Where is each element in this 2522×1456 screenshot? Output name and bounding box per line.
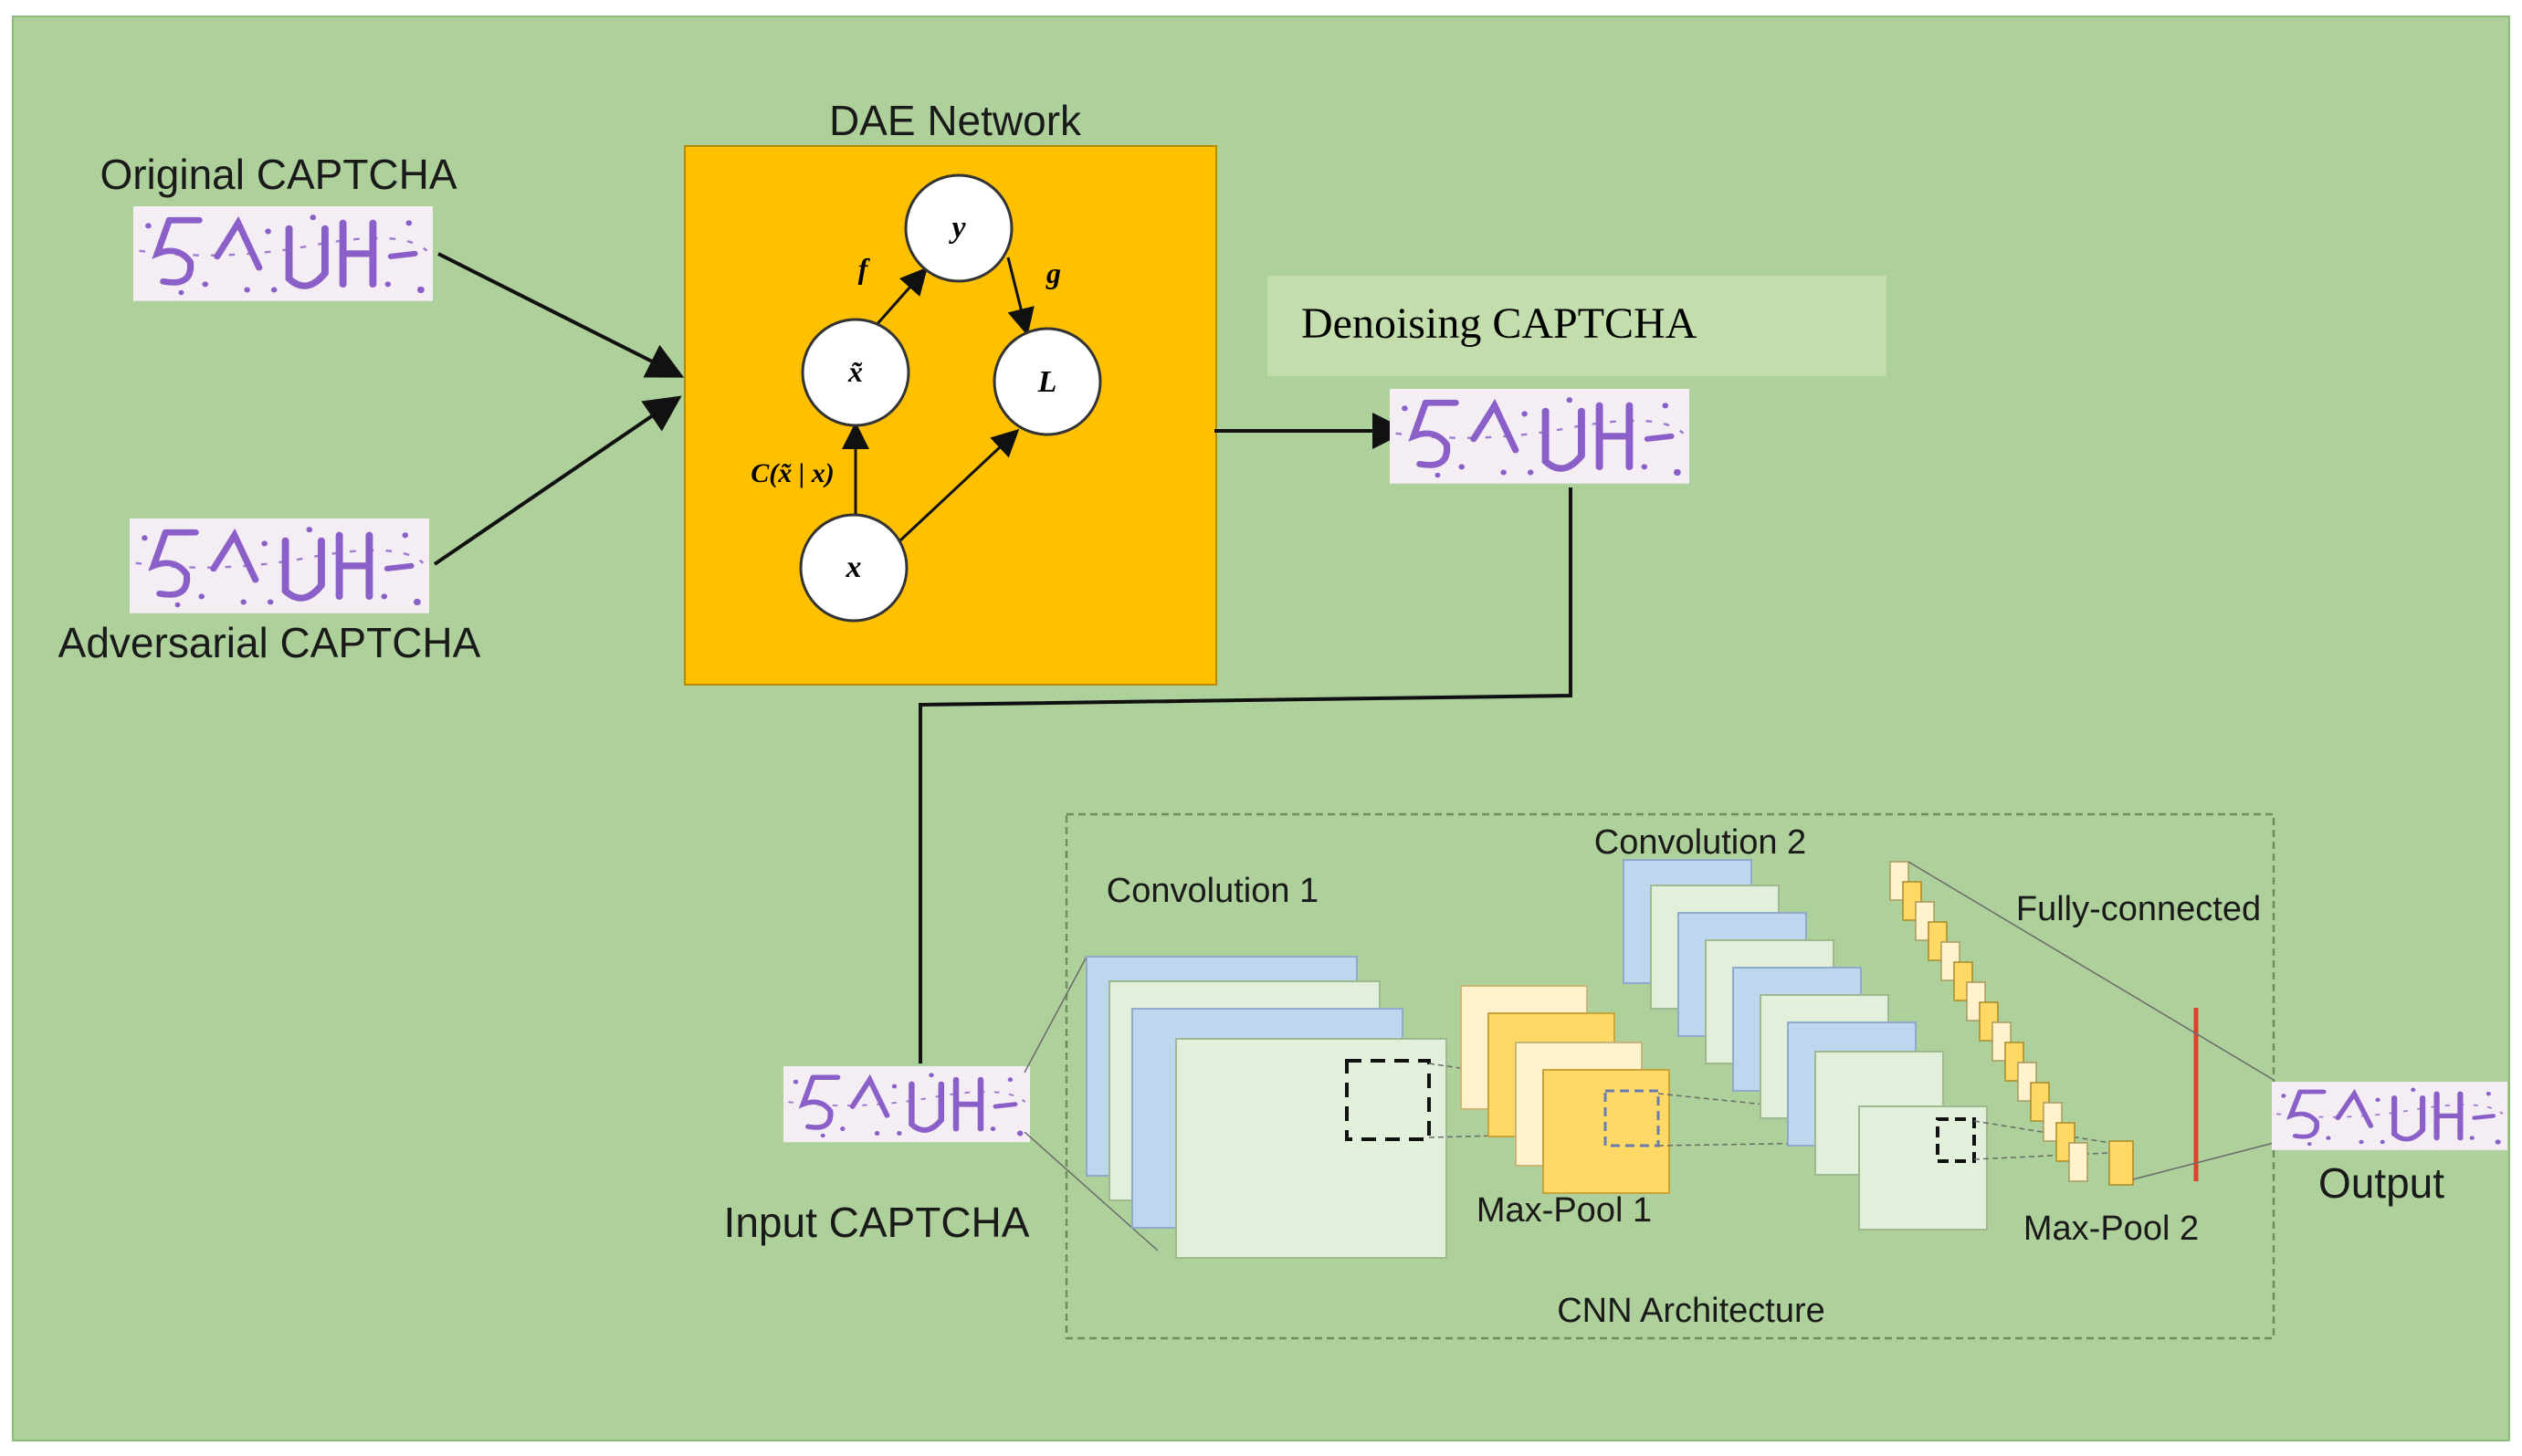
- projection-conv2-fc-bottom: [1973, 1151, 2128, 1160]
- dae-node-x: x: [799, 513, 909, 623]
- dae-node-x-label: x: [846, 550, 862, 584]
- arrow-original-to-dae: [437, 252, 685, 378]
- dae-node-y-label: y: [948, 211, 966, 245]
- edge-y-to-l: [1006, 257, 1035, 336]
- conv2-stack: [1623, 859, 1988, 1231]
- conv2-label: Convolution 2: [1594, 823, 1806, 862]
- fully-connected-stack: [1889, 861, 2134, 1186]
- dae-node-l-label: L: [1037, 365, 1057, 399]
- adversarial-captcha-image: [130, 519, 429, 613]
- cnn-architecture-box: [1065, 812, 2275, 1340]
- maxpool1-label: Max-Pool 1: [1476, 1191, 1652, 1230]
- fully-connected-label: Fully-connected: [2016, 890, 2261, 928]
- dae-node-x-tilde: x̃: [801, 318, 910, 427]
- funnel-line-bottom: [1024, 1131, 1159, 1252]
- arrow-adversarial-to-dae: [433, 395, 682, 566]
- output-label: Output: [2318, 1159, 2444, 1207]
- maxpool1-map-4: [1542, 1069, 1670, 1194]
- original-captcha-image: [133, 206, 433, 301]
- fc-output-line-bottom: [2132, 1142, 2275, 1180]
- edge-xtilde-to-y: [873, 267, 928, 328]
- dae-node-x-tilde-label: x̃: [847, 355, 863, 388]
- conv1-stack: [1086, 956, 1447, 1259]
- denoising-captcha-image: [1390, 389, 1689, 484]
- maxpool1-kernel-window: [1603, 1089, 1660, 1147]
- edge-label-f: f: [858, 252, 871, 285]
- conv1-map-4: [1175, 1038, 1447, 1259]
- output-captcha-image: [2272, 1082, 2507, 1150]
- edge-x-to-l: [898, 428, 1020, 542]
- adversarial-captcha-label: Adversarial CAPTCHA: [58, 619, 481, 666]
- conv2-map-9: [1858, 1105, 1988, 1231]
- fc-output-line-top: [1907, 861, 2275, 1081]
- dae-node-y: y: [904, 173, 1014, 283]
- edge-label-g: g: [1046, 257, 1061, 289]
- original-captcha-label: Original CAPTCHA: [100, 151, 457, 198]
- conv1-kernel-window: [1345, 1059, 1431, 1141]
- denoising-captcha-label: Denoising CAPTCHA: [1301, 299, 1697, 348]
- input-captcha-image: [783, 1066, 1030, 1142]
- edge-label-c: C(x̃ | x): [751, 458, 835, 488]
- conv1-label: Convolution 1: [1107, 872, 1319, 910]
- denoising-label-box: [1267, 276, 1886, 376]
- dae-network-title: DAE Network: [829, 97, 1082, 144]
- connector-denoising-to-input: [919, 487, 1572, 1063]
- dae-node-l: L: [993, 327, 1102, 436]
- input-captcha-label: Input CAPTCHA: [724, 1199, 1030, 1246]
- cnn-architecture-label: CNN Architecture: [1557, 1292, 1825, 1330]
- conv2-kernel-window: [1936, 1117, 1976, 1163]
- funnel-line-top: [1024, 956, 1088, 1074]
- maxpool1-stack: [1460, 985, 1670, 1194]
- dae-network-box: [684, 145, 1217, 686]
- maxpool2-label: Max-Pool 2: [2023, 1210, 2199, 1248]
